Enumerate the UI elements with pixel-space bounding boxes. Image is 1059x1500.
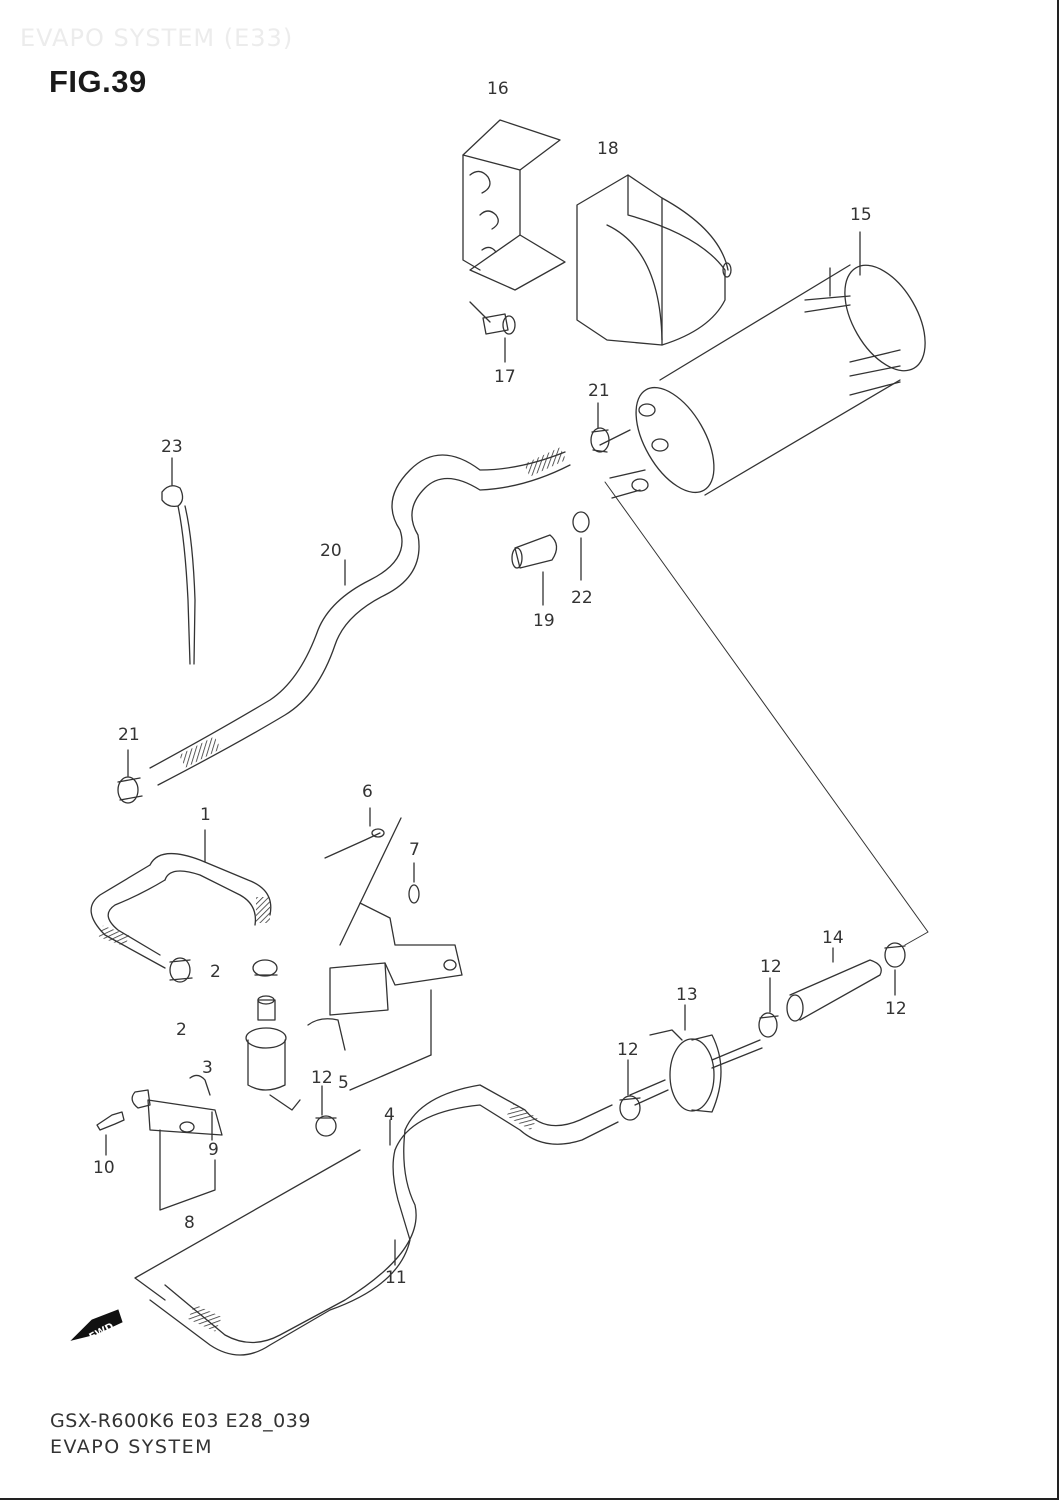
- callout-2-right: 2: [176, 1020, 187, 1040]
- clamp-part-12-middle: [619, 1059, 641, 1121]
- callout-1: 1: [200, 805, 211, 825]
- clamp-part-12-right: [758, 977, 779, 1038]
- bracket-part-8: [134, 1149, 361, 1301]
- callout-22: 22: [571, 588, 593, 608]
- faded-header-title: EVAPO SYSTEM (E33): [20, 24, 294, 52]
- callout-6: 6: [362, 782, 373, 802]
- callout-2-left: 2: [210, 962, 221, 982]
- callout-12-right: 12: [760, 957, 782, 977]
- page-border-right: [1057, 0, 1059, 1500]
- grommet-part-7: [408, 862, 420, 904]
- callout-10: 10: [93, 1158, 115, 1178]
- callout-12-left: 12: [311, 1068, 333, 1088]
- hose-part-20: [149, 447, 571, 786]
- clamp-part-2-right: [252, 959, 278, 977]
- callout-12-far: 12: [885, 999, 907, 1019]
- callout-4: 4: [384, 1105, 395, 1125]
- callout-11: 11: [385, 1268, 407, 1288]
- clamp-part-22: [572, 511, 590, 581]
- callout-17: 17: [494, 367, 516, 387]
- bracket-part-9: [131, 1074, 223, 1211]
- clamp-part-2-left: [169, 957, 193, 983]
- bolt-part-17: [469, 301, 516, 363]
- callout-13: 13: [676, 985, 698, 1005]
- callout-15: 15: [850, 205, 872, 225]
- hose-part-11: [149, 1129, 417, 1356]
- bolt-part-6: [324, 807, 385, 859]
- clamp-part-21-top: [590, 402, 610, 453]
- clamp-part-12-left: [315, 1085, 337, 1137]
- callout-14: 14: [822, 928, 844, 948]
- clamp-part-21-bottom: [117, 749, 143, 804]
- clamp-part-12-far: [884, 942, 906, 996]
- canister-cover-part-18: [576, 174, 732, 346]
- figure-label: FIG.39: [49, 64, 147, 99]
- callout-7: 7: [409, 840, 420, 860]
- hose-part-4: [389, 1084, 619, 1151]
- callout-19: 19: [533, 611, 555, 631]
- drawing-code: GSX-R600K6 E03 E28_039: [50, 1410, 311, 1432]
- callout-5: 5: [338, 1073, 349, 1093]
- callout-20: 20: [320, 541, 342, 561]
- wire-tie-part-23: [161, 457, 196, 665]
- bracket-part-5: [307, 817, 463, 1091]
- valve-assembly: [245, 995, 301, 1111]
- drawing-name: EVAPO SYSTEM: [50, 1436, 213, 1458]
- bracket-part-16: [462, 119, 566, 291]
- callout-16: 16: [487, 79, 509, 99]
- forward-arrow-icon: FWD: [70, 1309, 123, 1343]
- callout-21-bottom: 21: [118, 725, 140, 745]
- screw-part-10: [96, 1111, 125, 1156]
- hose-part-14: [786, 947, 882, 1022]
- callout-18: 18: [597, 139, 619, 159]
- purge-valve-part-13: [629, 1004, 763, 1113]
- callout-23: 23: [161, 437, 183, 457]
- callout-8: 8: [184, 1213, 195, 1233]
- callout-9: 9: [208, 1140, 219, 1160]
- callout-12-middle: 12: [617, 1040, 639, 1060]
- hose-part-1: [90, 829, 272, 969]
- page-border-bottom: [0, 1498, 1059, 1500]
- leader-line-canister-to-hose: [604, 481, 929, 946]
- callout-3: 3: [202, 1058, 213, 1078]
- evap-canister-part-15: [599, 231, 926, 499]
- cap-part-19: [511, 534, 558, 606]
- callout-21-top: 21: [588, 381, 610, 401]
